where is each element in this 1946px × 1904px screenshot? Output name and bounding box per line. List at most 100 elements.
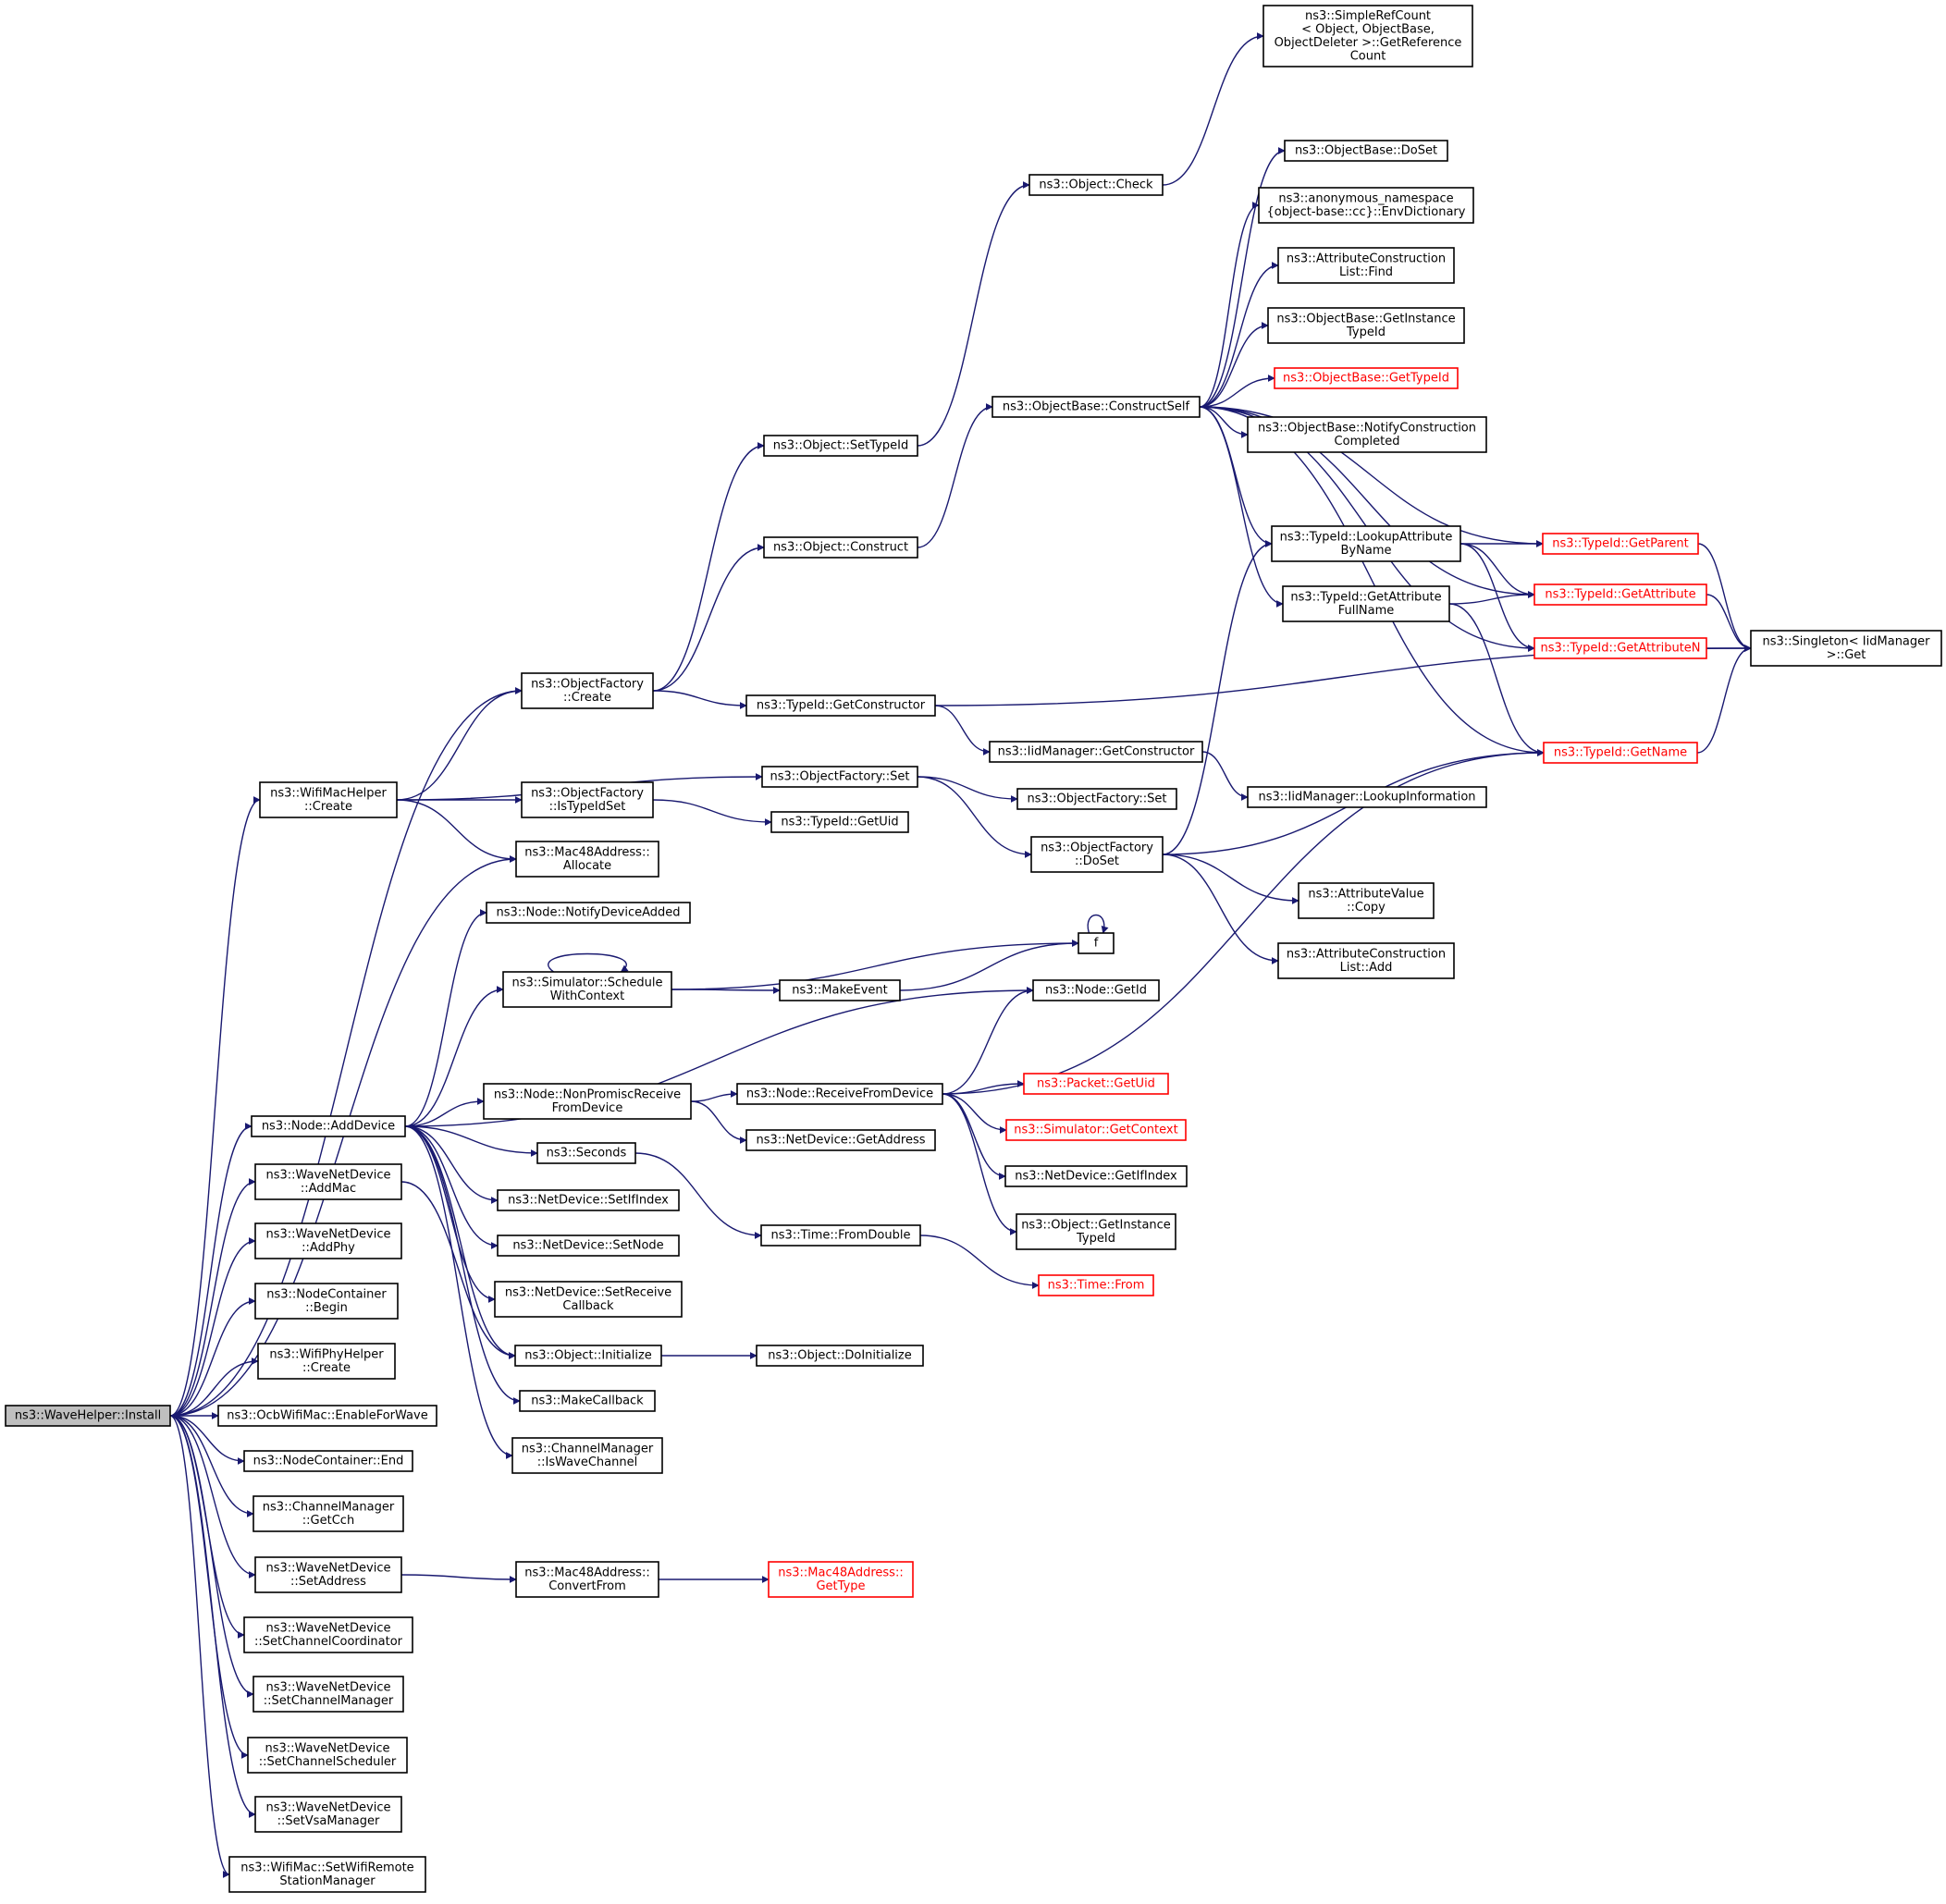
node-ob-gettypeid[interactable]: ns3::ObjectBase::GetTypeId <box>1274 367 1459 389</box>
node-node-getid[interactable]: ns3::Node::GetId <box>1032 979 1160 1001</box>
node-ocb-enable[interactable]: ns3::OcbWifiMac::EnableForWave <box>217 1405 437 1427</box>
edge-sim-schedwc-to-f <box>671 940 1079 990</box>
node-packet-getuid[interactable]: ns3::Packet::GetUid <box>1023 1073 1169 1095</box>
node-of-doset[interactable]: ns3::ObjectFactory::DoSet <box>1030 836 1164 873</box>
node-f[interactable]: f <box>1078 932 1115 954</box>
node-nc-begin[interactable]: ns3::NodeContainer::Begin <box>254 1283 399 1320</box>
edge-sim-schedwc-to-sim-schedwc <box>548 952 629 973</box>
node-seconds[interactable]: ns3::Seconds <box>536 1142 636 1164</box>
node-typeid-getuid[interactable]: ns3::TypeId::GetUid <box>770 811 909 833</box>
node-obj-doinitialize[interactable]: ns3::Object::DoInitialize <box>756 1345 924 1367</box>
node-box <box>1016 788 1177 810</box>
node-box <box>502 971 672 1008</box>
node-iid-lookupinfo[interactable]: ns3::IidManager::LookupInformation <box>1247 786 1487 808</box>
node-wnd-setcc[interactable]: ns3::WaveNetDevice::SetChannelCoordinato… <box>243 1616 413 1653</box>
node-ob-doset[interactable]: ns3::ObjectBase::DoSet <box>1284 140 1448 162</box>
node-wnd-addmac[interactable]: ns3::WaveNetDevice::AddMac <box>254 1163 402 1200</box>
node-label-line: ns3::IidManager::GetConstructor <box>998 745 1195 759</box>
node-obj-initialize[interactable]: ns3::Object::Initialize <box>514 1345 662 1367</box>
node-node-receivefromdevice[interactable]: ns3::Node::ReceiveFromDevice <box>736 1083 943 1105</box>
node-of-istypeidset[interactable]: ns3::ObjectFactory::IsTypeIdSet <box>521 781 654 818</box>
node-makeevent[interactable]: ns3::MakeEvent <box>779 979 901 1001</box>
edge-ob-constructself-to-anon-envdict <box>1199 202 1260 408</box>
node-label-line: ns3::OcbWifiMac::EnableForWave <box>227 1409 427 1423</box>
node-node-notify[interactable]: ns3::Node::NotifyDeviceAdded <box>486 902 691 924</box>
node-of-create[interactable]: ns3::ObjectFactory::Create <box>521 672 654 709</box>
node-mac48-convertfrom[interactable]: ns3::Mac48Address::ConvertFrom <box>515 1561 659 1598</box>
node-label-line: ns3::Packet::GetUid <box>1037 1077 1155 1091</box>
node-label-line: ns3::AttributeConstruction <box>1287 947 1446 961</box>
node-wnd-setvsa[interactable]: ns3::WaveNetDevice::SetVsaManager <box>254 1796 402 1833</box>
node-label-line: ns3::WaveNetDevice <box>265 1800 390 1814</box>
node-nc-end[interactable]: ns3::NodeContainer::End <box>243 1450 413 1472</box>
node-label-line: ns3::Seconds <box>547 1147 627 1161</box>
node-av-copy[interactable]: ns3::AttributeValue::Copy <box>1298 882 1435 919</box>
node-wifimac-setrsm[interactable]: ns3::WifiMac::SetWifiRemoteStationManage… <box>228 1856 426 1893</box>
node-label-line: ns3::Time::FromDouble <box>771 1229 911 1243</box>
node-singleton-get[interactable]: ns3::Singleton< IidManager>::Get <box>1750 630 1942 667</box>
node-label-line: ns3::Object::GetInstance <box>1021 1218 1171 1232</box>
node-cm-iswavechannel[interactable]: ns3::ChannelManager::IsWaveChannel <box>511 1437 663 1474</box>
node-typeid-getconstructor[interactable]: ns3::TypeId::GetConstructor <box>745 694 936 717</box>
node-makecallback[interactable]: ns3::MakeCallback <box>519 1390 656 1412</box>
node-typeid-getparent[interactable]: ns3::TypeId::GetParent <box>1542 533 1699 555</box>
node-time-fromdouble[interactable]: ns3::Time::FromDouble <box>760 1224 921 1247</box>
node-label-line: ns3::Object::SetTypeId <box>773 439 908 453</box>
node-obj-construct[interactable]: ns3::Object::Construct <box>763 536 918 559</box>
node-label-line: ::SetChannelScheduler <box>259 1755 397 1769</box>
node-nd-getifindex[interactable]: ns3::NetDevice::GetIfIndex <box>1004 1165 1188 1187</box>
node-ob-constructself[interactable]: ns3::ObjectBase::ConstructSelf <box>991 396 1201 418</box>
node-label-line: ns3::Mac48Address:: <box>524 845 649 859</box>
node-typeid-getname[interactable]: ns3::TypeId::GetName <box>1543 742 1698 764</box>
node-ob-notifycc[interactable]: ns3::ObjectBase::NotifyConstructionCompl… <box>1247 416 1487 453</box>
node-sim-getcontext[interactable]: ns3::Simulator::GetContext <box>1005 1119 1187 1141</box>
node-nd-getaddress[interactable]: ns3::NetDevice::GetAddress <box>745 1129 936 1151</box>
node-of-set[interactable]: ns3::ObjectFactory::Set <box>761 766 918 788</box>
node-obj-check[interactable]: ns3::Object::Check <box>1028 174 1164 196</box>
edge-obj-construct-to-ob-constructself <box>917 403 993 548</box>
node-box <box>1023 1073 1169 1095</box>
node-of-set2[interactable]: ns3::ObjectFactory::Set <box>1016 788 1177 810</box>
node-label-line: ns3::NetDevice::GetIfIndex <box>1015 1170 1177 1184</box>
node-wnd-setaddress[interactable]: ns3::WaveNetDevice::SetAddress <box>254 1556 402 1593</box>
node-wnd-setcs[interactable]: ns3::WaveNetDevice::SetChannelScheduler <box>247 1737 408 1774</box>
node-typeid-getattributen[interactable]: ns3::TypeId::GetAttributeN <box>1533 637 1707 659</box>
node-label-line: ns3::ChannelManager <box>522 1442 654 1456</box>
node-install[interactable]: ns3::WaveHelper::Install <box>5 1405 171 1427</box>
node-nd-setifindex[interactable]: ns3::NetDevice::SetIfIndex <box>497 1189 680 1211</box>
node-iid-getconstructor[interactable]: ns3::IidManager::GetConstructor <box>989 741 1203 763</box>
node-cm-getcch[interactable]: ns3::ChannelManager::GetCch <box>252 1495 404 1532</box>
node-box <box>1247 416 1487 453</box>
node-box <box>736 1083 943 1105</box>
node-time-from[interactable]: ns3::Time::From <box>1038 1274 1154 1296</box>
node-nd-setnode[interactable]: ns3::NetDevice::SetNode <box>497 1235 680 1257</box>
node-box <box>521 781 654 818</box>
edge-of-create-to-obj-settypeid <box>652 442 765 692</box>
node-mac48-allocate[interactable]: ns3::Mac48Address::Allocate <box>515 841 659 878</box>
node-wnd-addphy[interactable]: ns3::WaveNetDevice::AddPhy <box>254 1222 402 1259</box>
node-wnd-setcm[interactable]: ns3::WaveNetDevice::SetChannelManager <box>252 1676 404 1713</box>
node-label-line: ns3::WifiPhyHelper <box>269 1347 384 1361</box>
node-simplerefcount[interactable]: ns3::SimpleRefCount< Object, ObjectBase,… <box>1262 5 1473 68</box>
node-box <box>521 672 654 709</box>
node-label-line: ns3::WaveHelper::Install <box>15 1409 161 1423</box>
node-obj-settypeid[interactable]: ns3::Object::SetTypeId <box>763 435 918 457</box>
node-anon-envdict[interactable]: ns3::anonymous_namespace{object-base::cc… <box>1258 187 1474 224</box>
node-wifimachelper-create[interactable]: ns3::WifiMacHelper::Create <box>259 781 398 818</box>
node-box <box>514 1345 662 1367</box>
node-typeid-getattribute[interactable]: ns3::TypeId::GetAttribute <box>1533 583 1707 606</box>
node-box <box>1028 174 1164 196</box>
node-label-line: ns3::Node::NonPromiscReceive <box>494 1087 681 1101</box>
node-node-adddevice[interactable]: ns3::Node::AddDevice <box>251 1115 406 1137</box>
node-mac48-gettype[interactable]: ns3::Mac48Address::GetType <box>768 1561 914 1598</box>
node-wifiphyhelper-create[interactable]: ns3::WifiPhyHelper::Create <box>257 1343 396 1380</box>
